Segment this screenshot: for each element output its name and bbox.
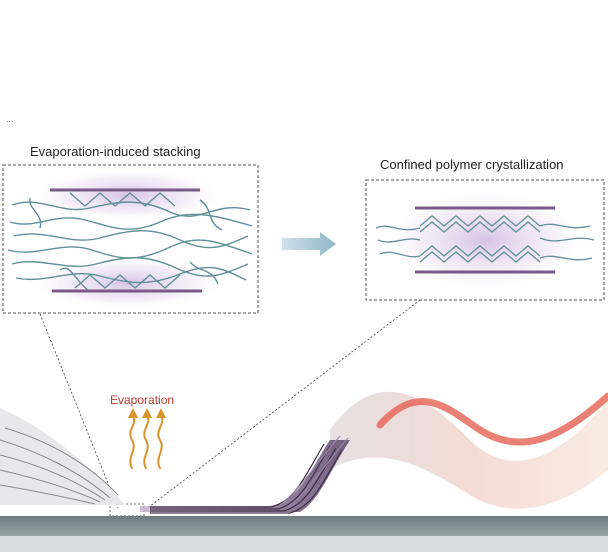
fragment-text: ... bbox=[6, 114, 14, 124]
right-arrow-icon bbox=[282, 232, 336, 256]
polymer-chain bbox=[189, 261, 219, 285]
ribbon-edge bbox=[376, 392, 608, 446]
crystallized-zigzags bbox=[375, 215, 595, 263]
heat-wave-icon bbox=[128, 408, 166, 469]
zigzag-chain bbox=[419, 251, 541, 263]
polymer-chain bbox=[199, 199, 223, 231]
polymer-chain bbox=[539, 255, 593, 261]
substrate bbox=[0, 516, 608, 536]
wavy-chains bbox=[7, 197, 253, 291]
polymer-chain bbox=[11, 257, 249, 277]
zigzag-chain bbox=[419, 221, 541, 233]
polymer-chain bbox=[539, 223, 591, 229]
zigzag-chain bbox=[419, 245, 541, 257]
right-panel-title: Confined polymer crystallization bbox=[380, 157, 564, 172]
stacked-film bbox=[140, 435, 350, 514]
polymer-chain bbox=[59, 267, 89, 291]
left-panel bbox=[2, 164, 259, 314]
polymer-chain bbox=[379, 251, 421, 258]
substrate-shadow bbox=[0, 536, 608, 552]
spread-film-left bbox=[0, 408, 125, 505]
evaporation-label: Evaporation bbox=[110, 393, 174, 407]
polymer-chain bbox=[539, 237, 595, 242]
polymer-chain bbox=[11, 201, 251, 217]
zigzag-chain bbox=[419, 215, 541, 227]
polymer-chain bbox=[375, 225, 421, 231]
polymer-chain bbox=[29, 197, 42, 229]
right-panel bbox=[365, 179, 605, 301]
polymer-chain bbox=[9, 213, 253, 230]
zigzag-chain bbox=[69, 192, 176, 207]
connector-line-left bbox=[39, 313, 119, 509]
left-panel-title: Evaporation-induced stacking bbox=[30, 144, 201, 159]
glow-right bbox=[385, 190, 585, 290]
connector-line-right bbox=[144, 299, 421, 511]
polymer-chain bbox=[15, 266, 247, 284]
aligned-film-ribbon bbox=[330, 391, 608, 509]
zoom-region-marker bbox=[109, 503, 145, 517]
polymer-chain bbox=[377, 238, 421, 243]
polymer-chain bbox=[13, 230, 249, 249]
glow-bottom-left bbox=[33, 257, 223, 309]
